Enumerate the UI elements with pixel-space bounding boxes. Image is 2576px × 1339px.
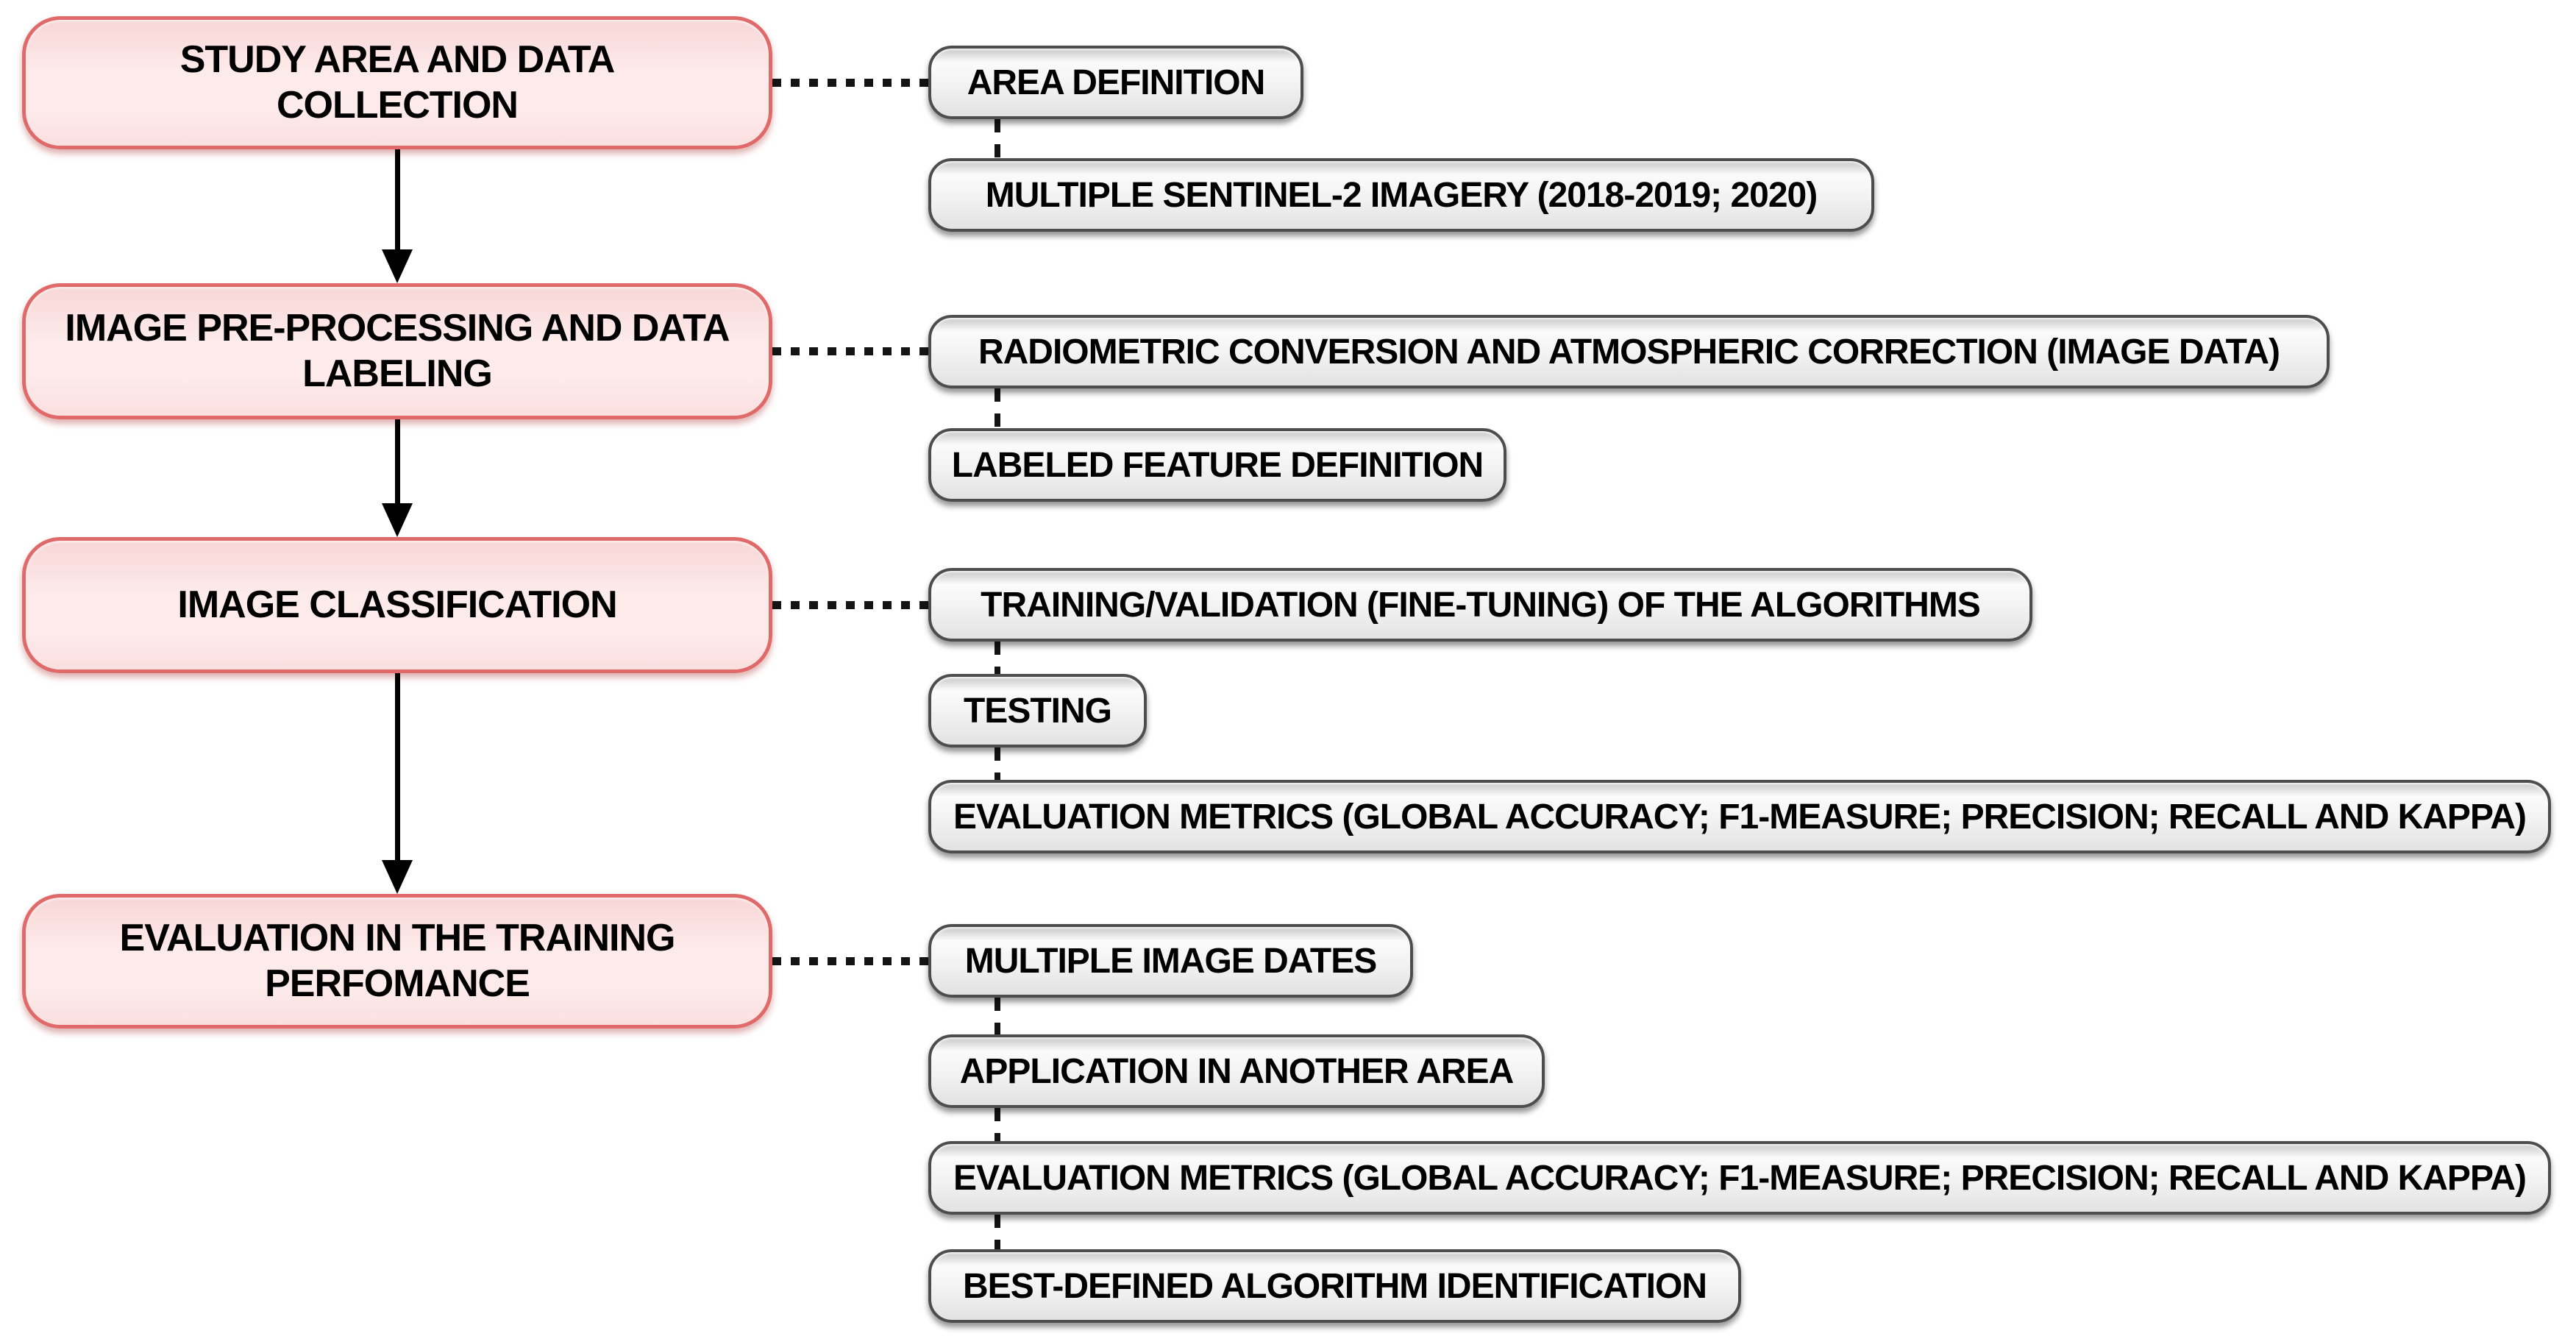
dotted-connector-phase-1	[772, 79, 928, 87]
dashed-link-area-definition-to-imagery	[995, 119, 1000, 158]
flow-arrow-head-3	[382, 860, 413, 894]
item-label: MULTIPLE SENTINEL-2 IMAGERY (2018-2019; …	[985, 175, 1818, 215]
dashed-link-training-to-testing	[995, 642, 1000, 674]
flow-arrow-head-1	[382, 249, 413, 283]
item-box-multiple-image-dates: MULTIPLE IMAGE DATES	[928, 924, 1413, 998]
phase-box-evaluation-in-the-training-perfomance: EVALUATION IN THE TRAINING PERFOMANCE	[22, 894, 772, 1029]
item-label: TESTING	[963, 691, 1112, 731]
phase-label: IMAGE CLASSIFICATION	[177, 583, 617, 626]
flow-arrow-line-1	[395, 149, 400, 249]
item-box-application-in-another-area: APPLICATION IN ANOTHER AREA	[928, 1034, 1545, 1108]
item-box-radiometric-conversion-atmospheric-correction: RADIOMETRIC CONVERSION AND ATMOSPHERIC C…	[928, 315, 2330, 388]
phase-box-image-pre-processing-and-data-labeling: IMAGE PRE-PROCESSING AND DATA LABELING	[22, 283, 772, 419]
flow-arrow-line-3	[395, 673, 400, 860]
flow-arrow-line-2	[395, 419, 400, 503]
item-label: RADIOMETRIC CONVERSION AND ATMOSPHERIC C…	[978, 332, 2280, 372]
phase-box-study-area-and-data-collection: STUDY AREA AND DATA COLLECTION	[22, 16, 772, 149]
item-label: TRAINING/VALIDATION (FINE-TUNING) OF THE…	[981, 585, 1981, 625]
flow-arrow-head-2	[382, 503, 413, 537]
dotted-connector-phase-4	[772, 957, 928, 965]
item-box-evaluation-metrics-training: EVALUATION METRICS (GLOBAL ACCURACY; F1-…	[928, 780, 2551, 853]
item-box-labeled-feature-definition: LABELED FEATURE DEFINITION	[928, 428, 1506, 502]
dashed-link-application-to-metrics	[995, 1108, 1000, 1141]
item-box-area-definition: AREA DEFINITION	[928, 46, 1303, 119]
item-box-testing: TESTING	[928, 674, 1147, 747]
item-box-training-validation-fine-tuning: TRAINING/VALIDATION (FINE-TUNING) OF THE…	[928, 568, 2032, 642]
item-label: LABELED FEATURE DEFINITION	[951, 445, 1484, 485]
item-label: APPLICATION IN ANOTHER AREA	[959, 1051, 1515, 1091]
dashed-link-testing-to-metrics	[995, 747, 1000, 780]
dashed-link-metrics-to-best-algorithm	[995, 1215, 1000, 1249]
phase-label: EVALUATION IN THE TRAINING PERFOMANCE	[119, 917, 676, 1005]
item-label: AREA DEFINITION	[967, 63, 1266, 102]
phase-label: IMAGE PRE-PROCESSING AND DATA LABELING	[65, 307, 730, 395]
dashed-link-radiometric-to-labeled	[995, 388, 1000, 428]
item-label: EVALUATION METRICS (GLOBAL ACCURACY; F1-…	[953, 1158, 2527, 1198]
dotted-connector-phase-2	[772, 347, 928, 355]
dashed-link-dates-to-application	[995, 998, 1000, 1034]
phase-box-image-classification: IMAGE CLASSIFICATION	[22, 537, 772, 673]
item-label: BEST-DEFINED ALGORITHM IDENTIFICATION	[963, 1266, 1707, 1306]
item-box-best-defined-algorithm-identification: BEST-DEFINED ALGORITHM IDENTIFICATION	[928, 1249, 1741, 1323]
item-label: MULTIPLE IMAGE DATES	[964, 941, 1378, 981]
phase-label: STUDY AREA AND DATA COLLECTION	[179, 38, 616, 127]
dotted-connector-phase-3	[772, 601, 928, 609]
item-box-multiple-sentinel-2-imagery: MULTIPLE SENTINEL-2 IMAGERY (2018-2019; …	[928, 158, 1874, 232]
item-box-evaluation-metrics-evaluation: EVALUATION METRICS (GLOBAL ACCURACY; F1-…	[928, 1141, 2551, 1215]
item-label: EVALUATION METRICS (GLOBAL ACCURACY; F1-…	[953, 797, 2527, 837]
